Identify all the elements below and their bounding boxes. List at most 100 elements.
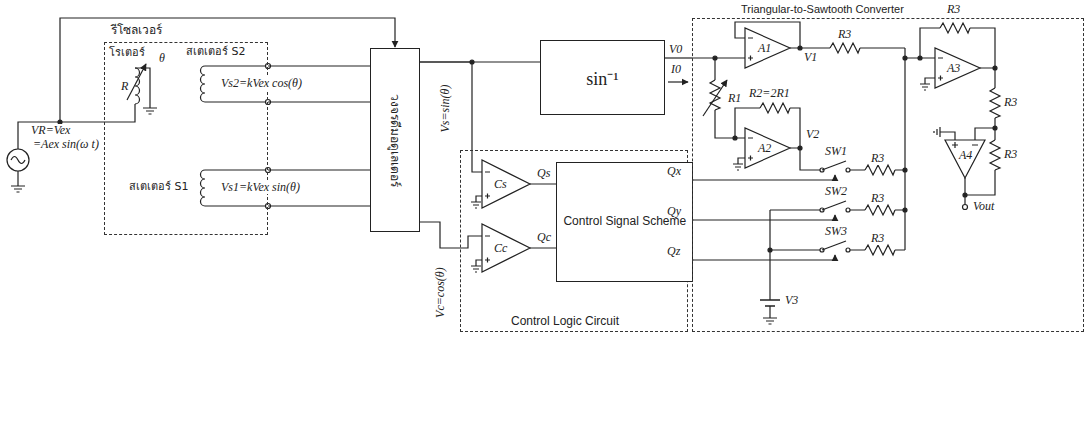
- arcsine-block: sin⁻¹: [540, 40, 665, 115]
- signal-wire: [665, 57, 692, 58]
- signal-wire: [268, 169, 370, 170]
- ground-symbol: [934, 127, 955, 140]
- signal-label: V2: [805, 128, 820, 141]
- signal-wire: [268, 65, 370, 66]
- signal-label: Vc=cos(θ): [433, 266, 446, 319]
- ground-symbol: [471, 196, 482, 208]
- source-label: V3: [784, 294, 799, 307]
- variable-arrow: [703, 80, 727, 116]
- resistor-symbol: [940, 23, 970, 33]
- junction-dot: [918, 56, 922, 60]
- resistor-label: R3: [870, 232, 885, 245]
- switch-blade: [822, 201, 846, 210]
- comparator-label: Cs: [493, 178, 508, 191]
- resistor-symbol: [990, 140, 1000, 170]
- signal-label: Vout: [972, 200, 995, 213]
- signal-label: Qz: [666, 245, 681, 258]
- rotor-coil: [135, 68, 140, 104]
- comparator-label: Cc: [493, 242, 508, 255]
- resistor-symbol: [865, 205, 895, 215]
- polarity-mark: [748, 38, 753, 61]
- opamp-symbol: [945, 140, 985, 178]
- signal-label: Qs: [536, 167, 551, 180]
- converter-region: Triangular-to-Sawtooth Converter: [692, 18, 1084, 332]
- resistor-symbol: [865, 165, 895, 175]
- wire: [769, 210, 770, 300]
- wire: [472, 150, 482, 172]
- resistor-label: R2=2R1: [748, 87, 791, 100]
- output-terminal: [963, 205, 968, 210]
- switch-contact: [846, 168, 850, 172]
- comparator-symbol: [482, 160, 530, 208]
- switch-label: SW1: [824, 145, 848, 158]
- ground-symbol: [11, 171, 25, 192]
- box-text: sin⁻¹: [586, 66, 618, 90]
- resistor-label: R3: [870, 192, 885, 205]
- current-arrow: [668, 81, 688, 82]
- summing-bus: [905, 48, 935, 250]
- resistor-label: R3: [946, 3, 961, 16]
- resistor-symbol: [710, 80, 720, 110]
- reference-wire: [60, 18, 395, 122]
- signal-label: Qc: [536, 231, 552, 244]
- part-label: สเตเตอร์ S2: [185, 46, 246, 58]
- signal-label: VR=Vex: [30, 124, 71, 137]
- control-signal-box: Control Signal Scheme: [556, 162, 693, 282]
- junction-dot: [993, 126, 997, 130]
- resistor-label: R1: [727, 92, 742, 105]
- battery-symbol: [760, 300, 780, 306]
- switch-contact: [846, 248, 850, 252]
- opamp-label: A1: [757, 42, 772, 55]
- polarity-mark: [485, 236, 490, 263]
- wire: [965, 68, 995, 195]
- signal-label: Vs2=kVex cos(θ): [220, 77, 303, 90]
- switch-label: SW3: [824, 225, 848, 238]
- polarity-mark: [938, 58, 943, 81]
- junction-dot: [963, 193, 967, 197]
- signal-wire: [268, 205, 370, 206]
- switch-label: SW2: [824, 185, 848, 198]
- junction-dot: [903, 56, 907, 60]
- polarity-mark: [485, 172, 490, 199]
- angle-symbol: θ: [158, 52, 166, 65]
- control-wire: [692, 175, 835, 180]
- ground-symbol: [733, 158, 745, 170]
- opamp-symbol: [935, 48, 980, 88]
- resistor-label: R3: [1003, 148, 1018, 161]
- box-text: วงจรดีมอดูเลเตอร์: [386, 94, 405, 187]
- part-label: โรเตอร์: [108, 47, 146, 59]
- resistor-label: R3: [1003, 96, 1018, 109]
- opamp-symbol: [745, 28, 790, 68]
- region-heading: Triangular-to-Sawtooth Converter: [741, 3, 904, 15]
- signal-label: I0: [670, 63, 682, 76]
- wire: [964, 178, 965, 205]
- wire: [460, 236, 482, 248]
- signal-label: Qy: [666, 205, 682, 218]
- region-heading: รีโซลเวอร์: [111, 24, 162, 37]
- junction-dot: [733, 136, 737, 140]
- switch-blade: [822, 161, 846, 170]
- opamp-label: A2: [757, 142, 772, 155]
- part-label: R: [120, 80, 129, 93]
- resistor-label: R3: [837, 28, 852, 41]
- junction-dot: [798, 46, 802, 50]
- signal-label: Qx: [666, 165, 682, 178]
- signal-wire: [268, 101, 370, 102]
- polarity-mark: [748, 138, 753, 161]
- opamp-symbol: [745, 128, 790, 168]
- ac-source: [7, 149, 29, 171]
- resistor-symbol: [990, 88, 1000, 118]
- ground-symbol: [135, 68, 157, 114]
- wire: [850, 169, 905, 170]
- signal-wire: [420, 222, 460, 248]
- region-heading: Control Logic Circuit: [511, 315, 619, 328]
- resistor-label: R3: [870, 152, 885, 165]
- wire: [790, 148, 822, 170]
- circuit-wiring: [7, 18, 1000, 324]
- comparator-symbol: [482, 224, 530, 272]
- switch-contact: [846, 208, 850, 212]
- ground-symbol: [920, 78, 935, 90]
- junction-dot: [798, 146, 802, 150]
- opamp-label: A4: [958, 149, 973, 162]
- signal-label: V0: [668, 43, 683, 56]
